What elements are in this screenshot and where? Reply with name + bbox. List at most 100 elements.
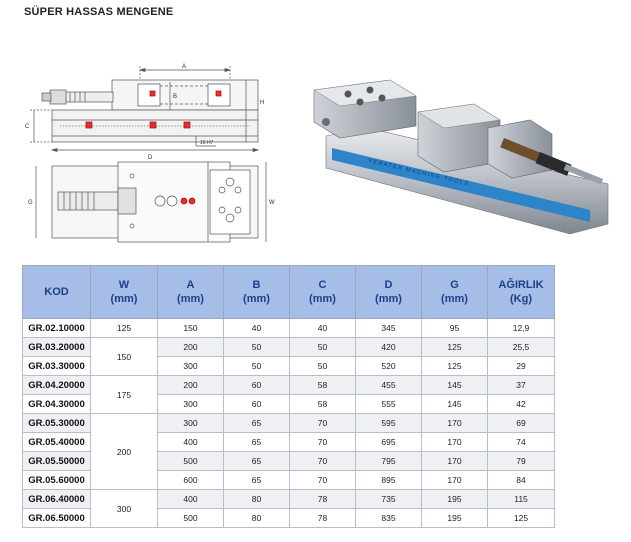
cell-kod: GR.06.50000: [22, 508, 91, 528]
cell-kod: GR.04.30000: [22, 394, 91, 414]
cell-kg: 74: [487, 432, 555, 452]
cell-a: 300: [157, 413, 224, 433]
cell-d: 835: [355, 508, 422, 528]
cell-b: 80: [223, 508, 290, 528]
col-header-agirlik: AĞIRLIK (Kg): [487, 265, 555, 319]
cell-b: 60: [223, 375, 290, 395]
cell-a: 500: [157, 451, 224, 471]
col-header-d: D (mm): [355, 265, 422, 319]
cell-b: 40: [223, 318, 290, 338]
cell-d: 345: [355, 318, 422, 338]
cell-c: 58: [289, 375, 356, 395]
table-row: GR.05.30000 200 300 65 70 595 170 69: [22, 413, 555, 490]
slot-label: 16 H7: [200, 140, 214, 146]
cell-g: 170: [421, 451, 488, 471]
cell-kod: GR.05.50000: [22, 451, 91, 471]
cell-c: 50: [289, 356, 356, 376]
cell-d: 895: [355, 470, 422, 490]
cell-d: 595: [355, 413, 422, 433]
cell-a: 600: [157, 470, 224, 490]
cell-kg: 12,9: [487, 318, 555, 338]
dim-g-label: G: [28, 200, 33, 206]
table-header-row: KOD W (mm) A (mm) B (mm) C (mm) D (mm): [22, 265, 555, 319]
cell-a: 500: [157, 508, 224, 528]
cell-g: 145: [421, 394, 488, 414]
cell-g: 195: [421, 489, 488, 509]
side-view: [30, 66, 260, 152]
cell-c: 70: [289, 470, 356, 490]
cell-c: 58: [289, 394, 356, 414]
cell-kg: 69: [487, 413, 555, 433]
cell-g: 95: [421, 318, 488, 338]
cell-kg: 25,5: [487, 337, 555, 357]
cell-b: 60: [223, 394, 290, 414]
page-title: SÜPER HASSAS MENGENE: [24, 6, 174, 18]
table-row: GR.04.20000 175 200 60 58 455 145 37: [22, 375, 555, 414]
cell-kg: 115: [487, 489, 555, 509]
cell-d: 735: [355, 489, 422, 509]
cell-b: 50: [223, 337, 290, 357]
table-row: GR.05.50000 500 65 70 795 170 79: [22, 451, 555, 471]
cell-b: 65: [223, 413, 290, 433]
cell-kg: 29: [487, 356, 555, 376]
table-row: GR.06.40000 300 400 80 78 735 195 115: [22, 489, 555, 528]
cell-kod: GR.04.20000: [22, 375, 91, 395]
cell-a: 150: [157, 318, 224, 338]
cell-w: 175: [90, 375, 158, 414]
cell-w: 200: [90, 413, 158, 490]
cell-g: 195: [421, 508, 488, 528]
cell-b: 65: [223, 470, 290, 490]
cell-w: 125: [90, 318, 158, 338]
dim-a-label: A: [182, 64, 186, 70]
cell-c: 78: [289, 489, 356, 509]
dim-b-label: B: [173, 94, 177, 100]
cell-g: 170: [421, 432, 488, 452]
product-photo: YERATEX MACHINE TOOLS: [313, 79, 609, 235]
cell-kg: 42: [487, 394, 555, 414]
cell-g: 125: [421, 337, 488, 357]
cell-kod: GR.02.10000: [22, 318, 91, 338]
cell-g: 170: [421, 413, 488, 433]
cell-kod: GR.03.30000: [22, 356, 91, 376]
col-header-kod: KOD: [22, 265, 91, 319]
table-row: GR.06.50000 500 80 78 835 195 125: [22, 508, 555, 528]
table-row: GR.04.30000 300 60 58 555 145 42: [22, 394, 555, 414]
cell-d: 420: [355, 337, 422, 357]
technical-drawing: A B H C D 16 H7 G W: [25, 64, 275, 243]
cell-d: 520: [355, 356, 422, 376]
cell-c: 50: [289, 337, 356, 357]
top-view: [35, 161, 267, 243]
col-header-g: G (mm): [421, 265, 488, 319]
cell-kg: 84: [487, 470, 555, 490]
col-header-b: B (mm): [223, 265, 290, 319]
spec-table: KOD W (mm) A (mm) B (mm) C (mm) D (mm): [22, 265, 555, 528]
cell-kg: 79: [487, 451, 555, 471]
col-header-w: W (mm): [90, 265, 158, 319]
cell-b: 65: [223, 432, 290, 452]
cell-a: 400: [157, 432, 224, 452]
cell-g: 170: [421, 470, 488, 490]
cell-c: 40: [289, 318, 356, 338]
cell-a: 200: [157, 337, 224, 357]
cell-kg: 125: [487, 508, 555, 528]
cell-kod: GR.06.40000: [22, 489, 91, 509]
table-row: GR.02.10000 125 150 40 40 345 95 12,9: [22, 318, 555, 338]
dim-h-label: H: [260, 100, 264, 106]
cell-a: 300: [157, 394, 224, 414]
cell-b: 80: [223, 489, 290, 509]
cell-a: 200: [157, 375, 224, 395]
cell-kod: GR.05.30000: [22, 413, 91, 433]
dim-c-label: C: [25, 124, 30, 130]
cell-kg: 37: [487, 375, 555, 395]
cell-c: 70: [289, 432, 356, 452]
cell-g: 145: [421, 375, 488, 395]
cell-d: 455: [355, 375, 422, 395]
cell-kod: GR.03.20000: [22, 337, 91, 357]
table-row: GR.05.40000 400 65 70 695 170 74: [22, 432, 555, 452]
cell-a: 400: [157, 489, 224, 509]
col-header-c: C (mm): [289, 265, 356, 319]
cell-c: 70: [289, 413, 356, 433]
col-header-a: A (mm): [157, 265, 224, 319]
cell-g: 125: [421, 356, 488, 376]
dim-w-label: W: [269, 200, 275, 206]
